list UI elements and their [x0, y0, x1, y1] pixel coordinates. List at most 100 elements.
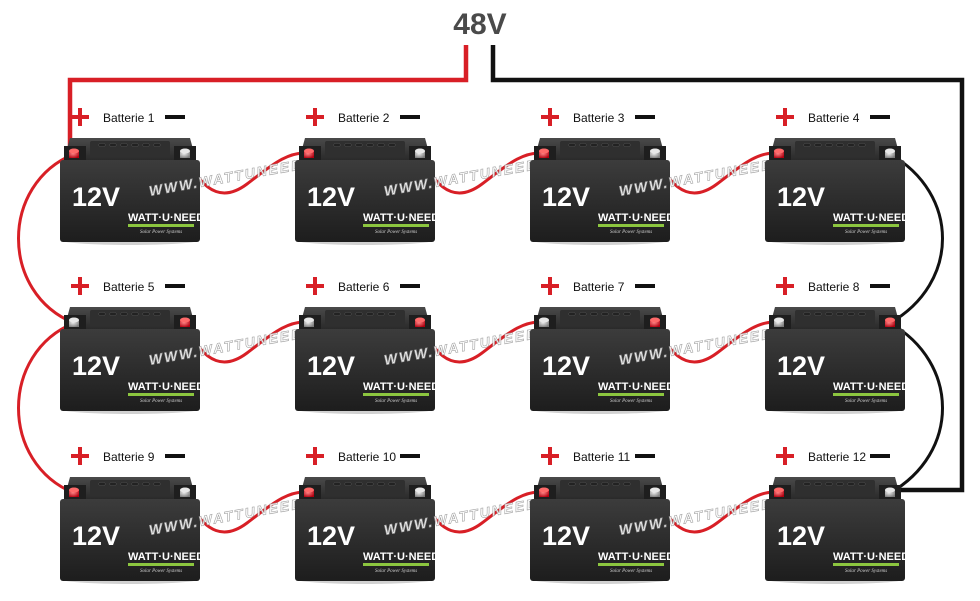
battery-label: Batterie 4 [808, 111, 860, 125]
negative-terminal [539, 317, 549, 327]
series-wire [418, 490, 546, 534]
positive-terminal [774, 487, 784, 497]
battery-body [765, 329, 905, 411]
brand-accent-bar [128, 393, 194, 396]
brand-accent-bar [833, 563, 899, 566]
positive-terminal [650, 317, 660, 327]
positive-sign-icon [71, 108, 89, 126]
series-wire [653, 320, 781, 364]
battery-body [530, 329, 670, 411]
positive-terminal [180, 317, 190, 327]
loop-wire-right-top [888, 152, 944, 325]
brand-tagline: Solar Power Systems [375, 230, 417, 235]
brand-name: WATT·U·NEED [363, 551, 439, 563]
positive-sign-icon [541, 108, 559, 126]
interconnect-wires [17, 151, 944, 534]
brand-tagline: Solar Power Systems [140, 399, 182, 404]
series-wire [183, 151, 311, 195]
loop-wire-right-bottom [888, 321, 944, 495]
negative-terminal [650, 148, 660, 158]
negative-terminal [885, 487, 895, 497]
positive-sign-icon [541, 447, 559, 465]
brand-tagline: Solar Power Systems [610, 230, 652, 235]
battery-label: Batterie 5 [103, 280, 155, 294]
brand-accent-bar [598, 224, 664, 227]
brand-name: WATT·U·NEED [128, 551, 204, 563]
brand-accent-bar [598, 393, 664, 396]
brand-tagline: Solar Power Systems [845, 399, 887, 404]
positive-sign-icon [541, 277, 559, 295]
negative-terminal [180, 148, 190, 158]
series-wire [418, 151, 546, 195]
battery-label: Batterie 1 [103, 111, 155, 125]
brand-name: WATT·U·NEED [363, 381, 439, 393]
positive-sign-icon [71, 447, 89, 465]
brand-name: WATT·U·NEED [128, 381, 204, 393]
battery-label: Batterie 11 [573, 450, 630, 464]
battery-voltage: 12V [777, 182, 825, 212]
negative-sign-icon [870, 115, 890, 119]
brand-accent-bar [833, 224, 899, 227]
brand-accent-bar [833, 393, 899, 396]
brand-tagline: Solar Power Systems [140, 569, 182, 574]
main-positive-lead [67, 45, 469, 155]
brand-accent-bar [363, 563, 429, 566]
negative-sign-icon [635, 284, 655, 288]
brand-tagline: Solar Power Systems [610, 399, 652, 404]
brand-name: WATT·U·NEED [833, 381, 909, 393]
negative-sign-icon [635, 115, 655, 119]
battery-label: Batterie 6 [338, 280, 390, 294]
positive-terminal [539, 487, 549, 497]
battery-label: Batterie 8 [808, 280, 860, 294]
battery-bank: Batterie 1 12V WATT·U·NEED Solar Power Syst… [60, 108, 909, 584]
negative-sign-icon [400, 284, 420, 288]
series-wire [183, 490, 311, 534]
positive-terminal [69, 148, 79, 158]
battery-body [530, 499, 670, 581]
battery-body [295, 329, 435, 411]
negative-sign-icon [165, 115, 185, 119]
brand-tagline: Solar Power Systems [845, 569, 887, 574]
negative-terminal [885, 148, 895, 158]
brand-tagline: Solar Power Systems [375, 569, 417, 574]
negative-terminal [69, 317, 79, 327]
brand-name: WATT·U·NEED [598, 551, 674, 563]
battery-body [765, 499, 905, 581]
negative-sign-icon [165, 284, 185, 288]
main-negative-lead [490, 45, 965, 493]
negative-sign-icon [400, 115, 420, 119]
brand-name: WATT·U·NEED [363, 212, 439, 224]
battery-voltage: 12V [72, 521, 120, 551]
negative-terminal [650, 487, 660, 497]
brand-name: WATT·U·NEED [598, 212, 674, 224]
brand-tagline: Solar Power Systems [375, 399, 417, 404]
series-wire [653, 490, 781, 534]
battery-voltage: 12V [72, 351, 120, 381]
battery-body [530, 160, 670, 242]
positive-sign-icon [306, 108, 324, 126]
negative-sign-icon [870, 284, 890, 288]
negative-terminal [304, 317, 314, 327]
battery-voltage: 12V [542, 521, 590, 551]
battery-body [295, 160, 435, 242]
positive-terminal [415, 317, 425, 327]
battery-voltage: 12V [542, 182, 590, 212]
negative-terminal [180, 487, 190, 497]
series-wire [418, 320, 546, 364]
brand-accent-bar [128, 224, 194, 227]
negative-sign-icon [870, 454, 890, 458]
brand-name: WATT·U·NEED [833, 212, 909, 224]
positive-sign-icon [776, 277, 794, 295]
battery-body [60, 499, 200, 581]
battery-label: Batterie 3 [573, 111, 625, 125]
series-wire [653, 151, 781, 195]
battery-voltage: 12V [777, 521, 825, 551]
battery-label: Batterie 10 [338, 450, 396, 464]
positive-sign-icon [776, 108, 794, 126]
battery-label: Batterie 12 [808, 450, 866, 464]
